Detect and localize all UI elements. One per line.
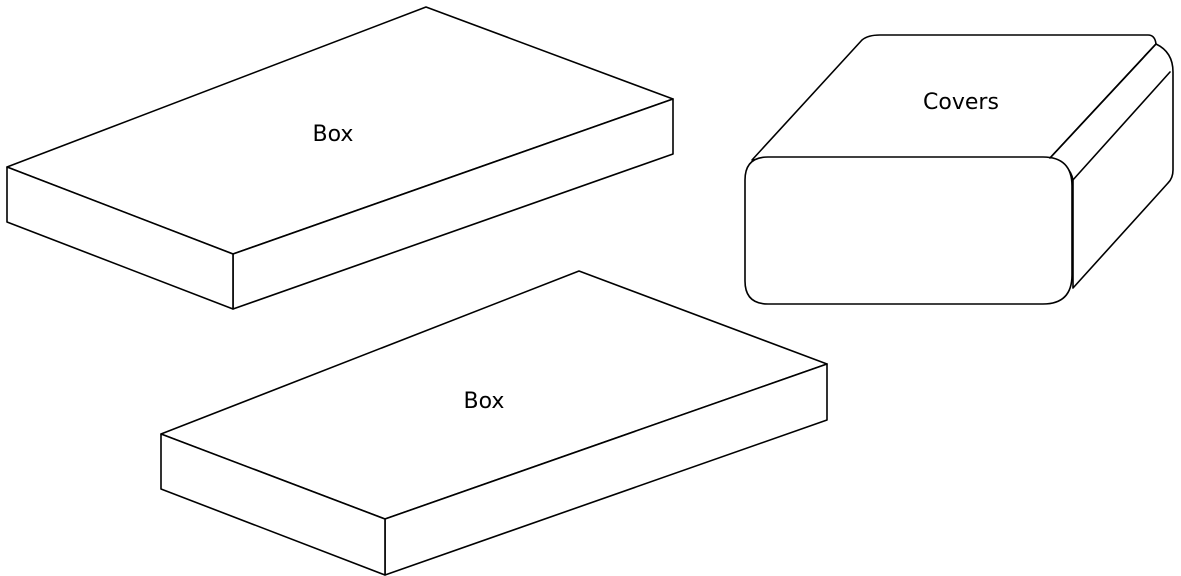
box-shape-top-left[interactable]: Box [6,6,674,310]
covers-shape[interactable]: Covers [744,34,1174,305]
covers-ridge-line-1 [1049,43,1157,159]
box-shape-bottom[interactable]: Box [160,270,828,576]
covers-label: Covers [923,90,999,115]
box-label: Box [464,389,505,414]
box-front-face [160,433,386,576]
box-label: Box [313,122,354,147]
covers-front-face [744,156,1073,305]
covers-ridge-line-2 [1071,71,1171,182]
box-front-face [6,166,234,310]
